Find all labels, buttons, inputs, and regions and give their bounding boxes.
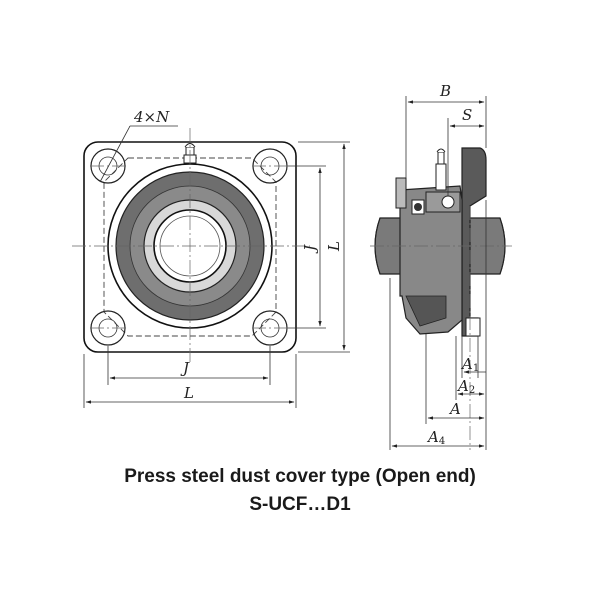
dust-cover-side: [395, 177, 407, 209]
dim-J-vertical: J: [301, 244, 319, 254]
dim-L-horizontal: L: [183, 384, 194, 402]
side-view: B S A1 A2 A A4: [370, 82, 512, 450]
dim-B: B: [439, 82, 451, 100]
hole-count-label: 4×N: [133, 108, 170, 126]
dim-A2: A2: [456, 377, 475, 396]
dim-A: A: [448, 400, 461, 418]
ball-icon: [441, 195, 455, 209]
dim-J-horizontal: J: [180, 359, 190, 377]
caption-title: Press steel dust cover type (Open end): [124, 466, 476, 487]
side-grease-nipple-icon: [435, 148, 447, 191]
caption-model: S-UCF…D1: [249, 494, 351, 515]
dim-L-vertical: L: [325, 241, 343, 252]
dim-A1: A1: [460, 355, 479, 374]
dim-A4: A4: [426, 428, 445, 447]
dim-S: S: [462, 106, 472, 124]
front-view: 4×N J L J L: [72, 108, 350, 408]
